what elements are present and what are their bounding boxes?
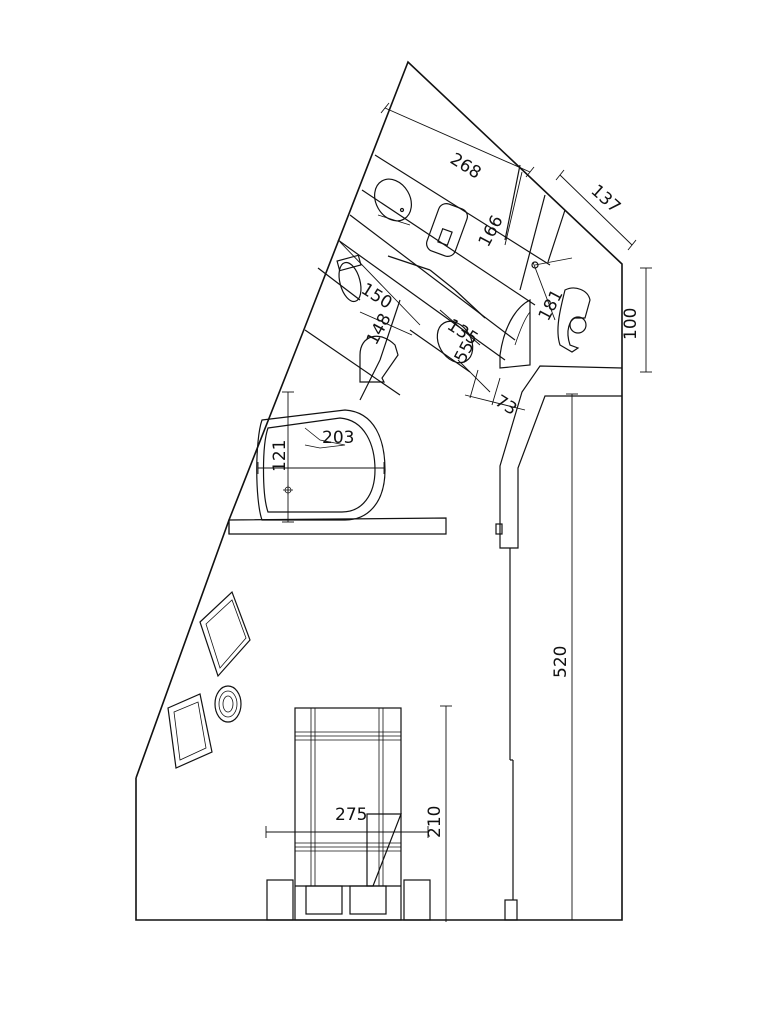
washbasin-upper — [374, 178, 412, 226]
bed — [294, 707, 402, 921]
dimension-label-268: 268 — [446, 149, 484, 183]
shower-corner — [499, 299, 531, 369]
armchair-lower — [167, 693, 213, 769]
dimension-label-100: 100 — [621, 308, 641, 340]
dimension-label-150: 150 — [357, 279, 395, 313]
dimension-label-73: 73 — [491, 391, 520, 419]
toilet-upper — [426, 203, 468, 257]
dimension-label-121: 121 — [270, 440, 290, 472]
dimension-label-181: 181 — [535, 286, 568, 324]
dimension-label-210: 210 — [425, 806, 445, 838]
partition-walls — [304, 154, 566, 401]
dimension-label-520: 520 — [551, 646, 571, 678]
toilet-lower — [336, 254, 362, 303]
shower-tray — [359, 335, 399, 383]
dimension-label-275: 275 — [335, 805, 367, 825]
corridor-figure — [531, 257, 591, 353]
dimension-label-166: 166 — [475, 212, 508, 250]
nightstands — [266, 879, 431, 921]
side-table-round — [214, 685, 242, 723]
corridor-walls — [495, 365, 623, 921]
armchair-upper — [199, 590, 251, 678]
dimension-label-203: 203 — [322, 428, 354, 448]
washbasin-lower — [436, 320, 474, 364]
dimension-label-137: 137 — [587, 181, 625, 218]
counter-slab — [228, 517, 447, 535]
dimension-lines — [257, 102, 652, 922]
